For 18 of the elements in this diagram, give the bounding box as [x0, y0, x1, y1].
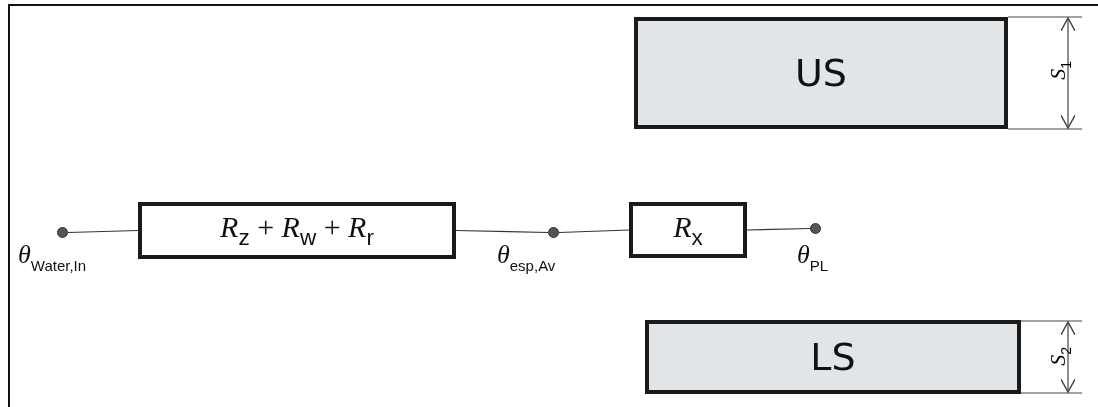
node-label: θ$_{PL}$ [797, 240, 829, 274]
resistor-box [138, 202, 456, 259]
box-label: R$_{z}$ + R$_{w}$ + R$_{r}$ [220, 210, 374, 251]
box-label: US [795, 51, 847, 95]
layer-box [645, 320, 1021, 394]
node-label: θ$_{esp,Av}$ [497, 240, 556, 274]
connector-line [746, 227, 811, 231]
node-label: θ$_{Water,In}$ [18, 240, 87, 274]
circle-node [548, 227, 559, 238]
circle-node [810, 223, 821, 234]
connector-line [558, 229, 630, 234]
connector-line [67, 229, 139, 234]
circle-node [57, 227, 68, 238]
layer-box [634, 17, 1008, 129]
connector-line [455, 229, 549, 234]
resistor-box [629, 202, 747, 258]
box-label: LS [810, 335, 856, 379]
box-label: R$_{x}$ [673, 209, 703, 251]
